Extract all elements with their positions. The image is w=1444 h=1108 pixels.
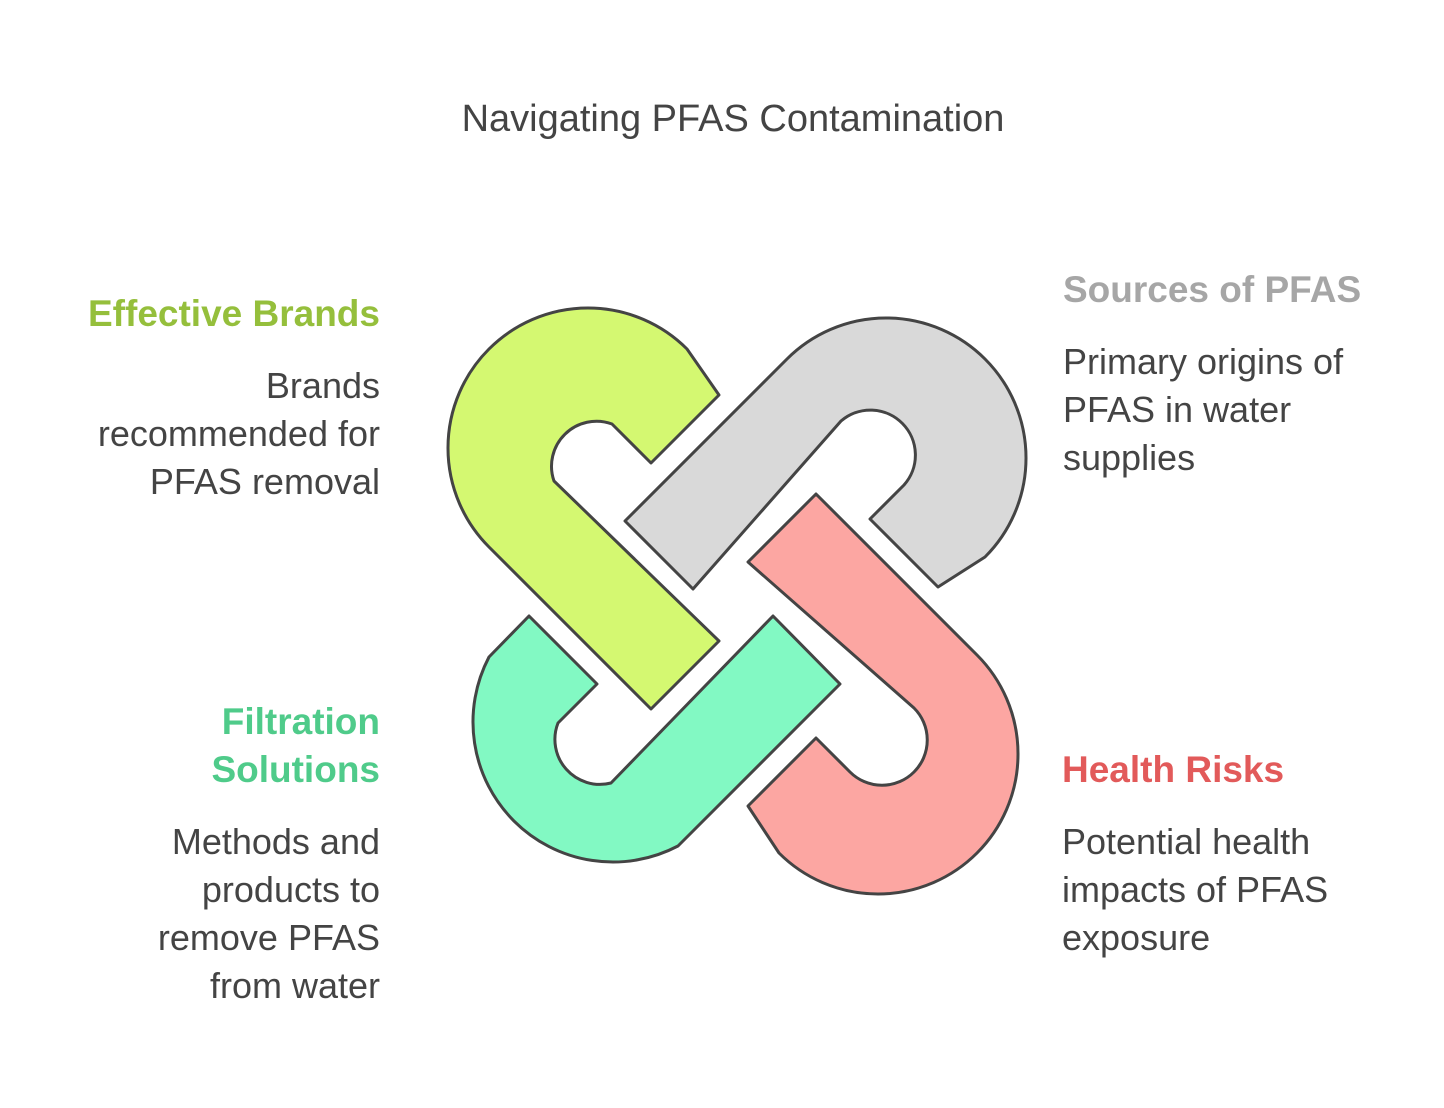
health-description: Potential health impacts of PFAS exposur… (1062, 821, 1329, 958)
health-block: Health Risks Potential health impacts of… (1062, 746, 1382, 962)
filtration-description: Methods and products to remove PFAS from… (157, 821, 380, 1006)
effective-brands-heading: Effective Brands (88, 293, 380, 334)
health-link-shape (746, 492, 1020, 896)
effective-brands-description: Brands recommended for PFAS removal (97, 365, 380, 502)
sources-description: Primary origins of PFAS in water supplie… (1063, 341, 1344, 478)
sources-block: Sources of PFAS Primary origins of PFAS … (1063, 266, 1403, 482)
effective-brands-block: Effective Brands Brands recommended for … (40, 290, 380, 506)
filtration-block: Filtration Solutions Methods and product… (120, 698, 380, 1010)
filtration-heading: Filtration Solutions (211, 701, 380, 790)
effective-brands-link-shape (446, 306, 721, 711)
sources-heading: Sources of PFAS (1063, 269, 1362, 310)
page-title: Navigating PFAS Contamination (461, 98, 1005, 140)
sources-link-shape (623, 316, 1028, 591)
health-heading: Health Risks (1062, 749, 1285, 790)
filtration-link-shape (471, 614, 842, 864)
